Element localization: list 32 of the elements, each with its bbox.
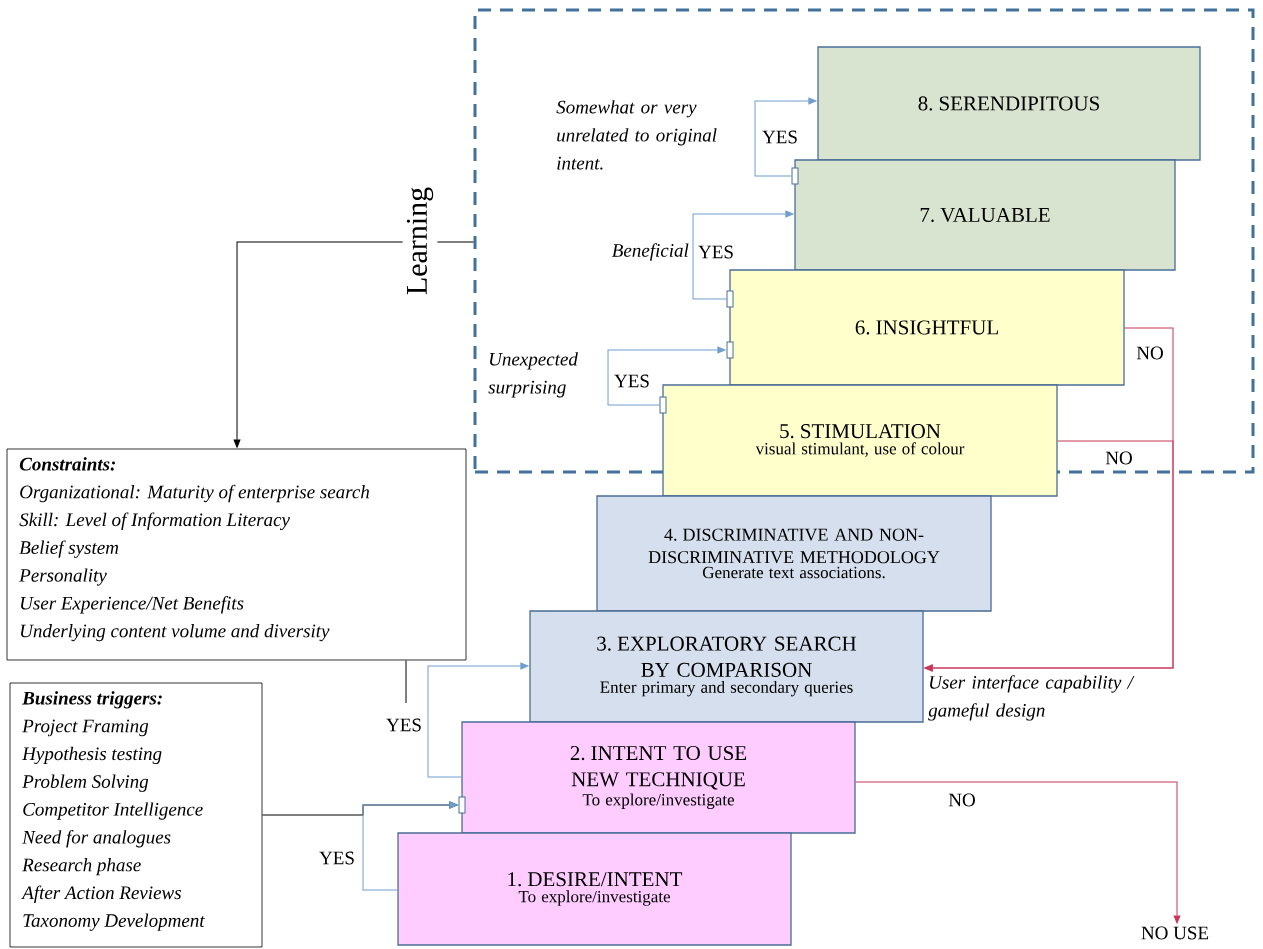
edge-label: YES <box>761 129 799 145</box>
edge-label: NO <box>947 792 977 808</box>
note-text: Unexpected surprising <box>488 352 578 398</box>
edge-label: NO <box>1104 450 1134 466</box>
step-box: 5. STIMULATION visual stimulant, use of colour <box>662 384 1058 497</box>
step-box: 2. INTENT TO USE NEW TECHNIQUE To explore/investigate <box>461 721 856 834</box>
note-text: Somewhat or very unrelated to original intent. <box>556 100 717 170</box>
edge-label: YES <box>613 373 651 389</box>
edge-label: YES <box>697 244 735 260</box>
note-box: Business triggers: Project Framing Hypothesis testing Problem Solving Competitor Intelligence Need for analogues Research phase After Action Reviews Taxonomy Development <box>9 682 263 948</box>
note-box: Constraints: Organizational: Maturity of enterprise search Skill: Level of Information Literacy Belief system Personality User Experience/Net Benefits Underlying content volume and diversity <box>6 448 467 661</box>
step-box: 7. VALUABLE <box>794 159 1176 271</box>
step-box: 6. INSIGHTFUL <box>729 269 1125 386</box>
step-box: 3. EXPLORATORY SEARCH BY COMPARISON Enter primary and secondary queries <box>529 610 924 723</box>
edge-label: YES <box>385 717 423 733</box>
step-box: 4. DISCRIMINATIVE AND NON-DISCRIMINATIVE METHODOLOGY Generate text associations. <box>596 495 992 612</box>
step-box: 1. DESIRE/INTENT To explore/investigate <box>397 832 792 946</box>
edge-label: YES <box>318 850 356 866</box>
arrow <box>233 241 404 448</box>
arrow <box>855 781 1181 924</box>
note-text: Beneficial <box>611 243 689 261</box>
arrow <box>362 796 466 891</box>
arrow <box>427 662 529 778</box>
note-text: User interface capability / gameful design <box>928 675 1135 721</box>
arrow <box>607 341 734 414</box>
outcome-label: NO USE <box>1141 926 1209 940</box>
edge-label: NO <box>1135 345 1165 361</box>
side-label: Learning <box>406 187 434 295</box>
arrow <box>692 210 794 308</box>
step-box: 8. SERENDIPITOUS <box>817 46 1201 161</box>
arrow <box>754 97 817 185</box>
arrow <box>924 440 1174 672</box>
